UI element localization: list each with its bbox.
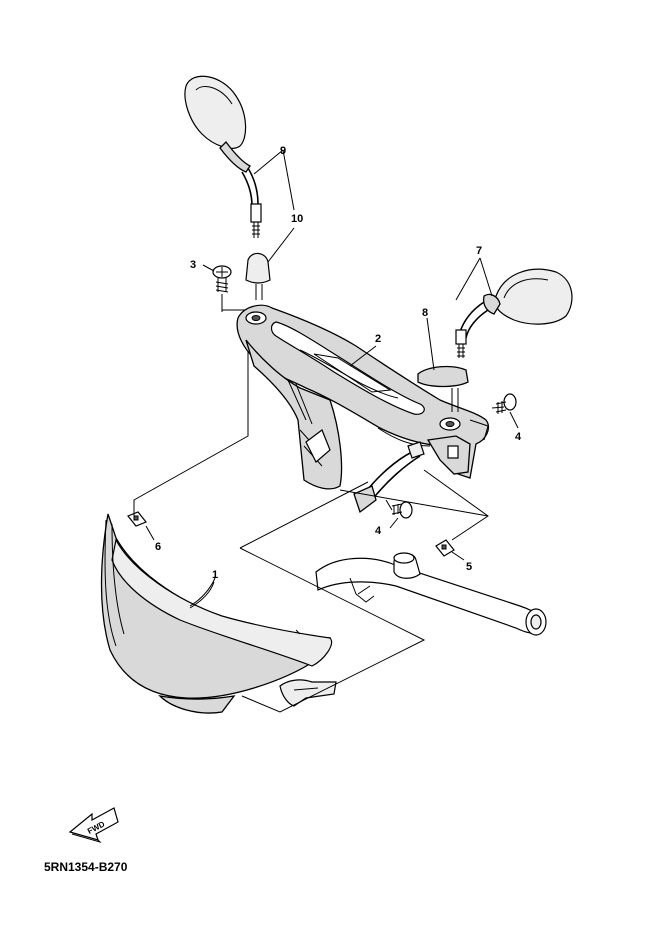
callout-3: 3 [190, 259, 196, 271]
callout-7: 7 [476, 245, 482, 257]
front-cover [100, 513, 337, 714]
reference-lines [133, 294, 489, 713]
callout-leaders-7-8 [426, 257, 493, 371]
clip-6 [127, 511, 155, 541]
left-mirror-cover [245, 252, 271, 300]
callout-1: 1 [212, 569, 218, 581]
callout-8: 8 [422, 307, 428, 319]
right-mirror-cover [417, 365, 469, 412]
callout-10: 10 [291, 213, 303, 225]
callout-5: 5 [466, 561, 472, 573]
wire-harness [353, 441, 425, 514]
callout-9: 9 [280, 145, 286, 157]
nut-5 [435, 539, 465, 561]
diagram-code: 5RN1354-B270 [44, 860, 128, 874]
fwd-arrow-icon: FWD [68, 807, 119, 844]
callout-2: 2 [375, 333, 381, 345]
right-mirror [455, 268, 573, 358]
callout-leaders-9-10 [253, 149, 295, 263]
handlebar-tube [315, 552, 547, 636]
callout-4-upper: 4 [515, 431, 522, 443]
handlebar-upper-cover [236, 304, 490, 490]
leader-2 [349, 345, 377, 367]
screw-3 [202, 264, 248, 311]
leader-1 [189, 581, 215, 609]
left-mirror [184, 75, 262, 238]
callout-6: 6 [155, 541, 161, 553]
callout-4-lower: 4 [375, 525, 382, 537]
bolt-4-upper [491, 393, 519, 429]
bolt-4-lower [385, 499, 413, 529]
